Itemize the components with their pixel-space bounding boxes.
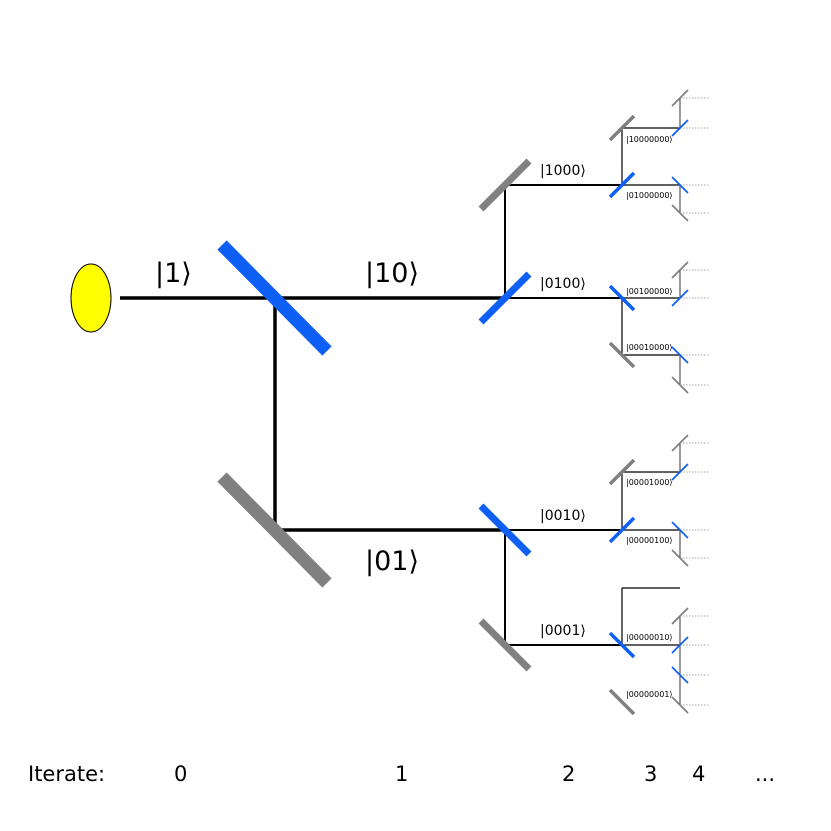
state-label-0010: |0010⟩ <box>540 508 586 524</box>
level3-beams <box>621 127 680 646</box>
iterate-step-1: 1 <box>395 762 408 786</box>
state-label-00000010: |00000010⟩ <box>626 633 673 642</box>
state-label-0001: |0001⟩ <box>540 623 586 639</box>
iterate-step-3: 3 <box>644 762 657 786</box>
beam-splitter-level2-b <box>478 503 532 557</box>
mirror-level2-top <box>478 158 532 212</box>
iterate-step-2: 2 <box>562 762 575 786</box>
state-label-00010000: |00010000⟩ <box>626 343 673 352</box>
iterate-step-more: ... <box>755 762 775 786</box>
iterate-step-4: 4 <box>692 762 705 786</box>
level2-beams <box>504 184 622 646</box>
iterate-step-0: 0 <box>174 762 187 786</box>
state-label-0100: |0100⟩ <box>540 276 586 292</box>
state-label-00100000: |00100000⟩ <box>626 287 673 296</box>
state-label-10000000: |10000000⟩ <box>626 135 673 144</box>
mirror-level2-bottom <box>478 618 532 672</box>
level4-optics <box>671 89 689 714</box>
state-label-00000001: |00000001⟩ <box>626 690 673 699</box>
level3-optics <box>608 114 636 716</box>
state-label-00001000: |00001000⟩ <box>626 478 673 487</box>
beam-splitter-level2-a <box>478 271 532 325</box>
level4-dotted-outputs <box>680 97 710 706</box>
iterate-row: Iterate: 0 1 2 3 4 ... <box>28 762 775 786</box>
iterate-title: Iterate: <box>28 762 105 786</box>
main-beams <box>120 296 505 532</box>
photon-source <box>70 263 112 333</box>
state-label-1000: |1000⟩ <box>540 163 586 179</box>
state-label-00000100: |00000100⟩ <box>626 536 673 545</box>
state-label-10: |10⟩ <box>365 258 419 289</box>
state-label-01: |01⟩ <box>365 546 419 577</box>
state-label-level0: |1⟩ <box>155 258 192 289</box>
mirror-level1 <box>217 472 332 588</box>
state-label-01000000: |01000000⟩ <box>626 191 673 200</box>
beam-splitter-level1 <box>217 240 332 356</box>
